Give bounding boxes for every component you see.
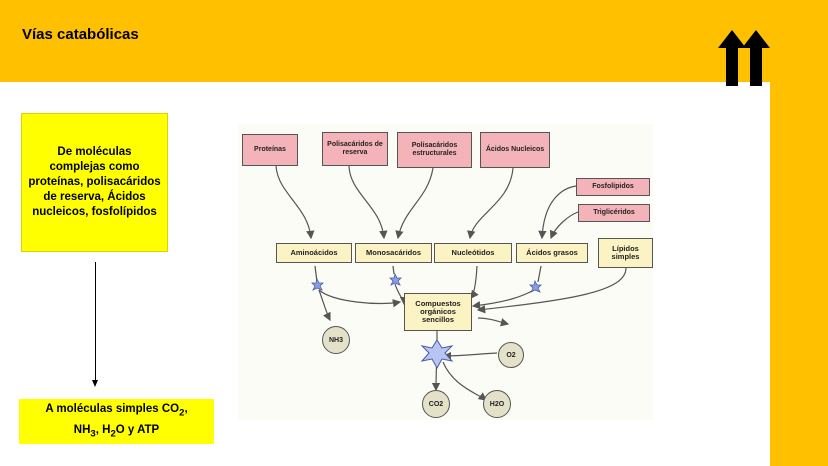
source-molecules-text: De moléculas complejas como proteínas, p… (28, 146, 161, 218)
diagram-arrows (275, 165, 627, 401)
node-acidos-grasos: Ácidos grasos (516, 243, 588, 263)
node-nh3: NH3 (322, 326, 350, 354)
product-sub-3: 3 (90, 427, 96, 439)
source-molecules-box: De moléculas complejas como proteínas, p… (21, 113, 168, 252)
right-accent-bar (770, 82, 828, 466)
node-h2o: H2O (483, 390, 511, 418)
product-text-nh: NH (73, 423, 91, 436)
node-polisacaridos-reserva: Polisacáridos de reserva (322, 132, 388, 166)
logo-icon (718, 30, 770, 86)
product-line-2: NH3, H2O y ATP (74, 422, 159, 442)
node-polisacaridos-estructurales: Polisacáridos estructurales (397, 132, 472, 168)
product-text-h: , H (95, 423, 111, 436)
node-acidos-nucleicos: Ácidos Nucleicos (480, 132, 550, 168)
product-comma: , (184, 403, 188, 416)
node-aminoacidos: Aminoácidos (276, 243, 352, 263)
node-trigliceridos: Triglicéridos (578, 204, 650, 222)
slide-title: Vías catabólicas (22, 26, 139, 43)
product-molecules-box: A moléculas simples CO2, NH3, H2O y ATP (19, 399, 214, 444)
header-bar: Vías catabólicas (0, 0, 828, 86)
flow-arrowhead (92, 380, 98, 387)
node-fosfolipidos: Fosfolípidos (576, 178, 650, 196)
node-compuestos-organicos: Compuestos orgánicos sencillos (404, 293, 472, 331)
node-lipidos-simples: Lípidos simples (598, 238, 653, 268)
node-proteinas: Proteínas (242, 134, 298, 166)
node-nucleotidos: Nucleótidos (434, 243, 512, 263)
product-text-o-atp: O y ATP (115, 423, 160, 436)
product-sub-2: 2 (179, 407, 185, 419)
node-co2: CO2 (422, 390, 450, 418)
node-monosacaridos: Monosacáridos (355, 243, 432, 263)
node-o2: O2 (498, 342, 524, 368)
product-text-co: A moléculas simples CO (45, 403, 180, 416)
energy-burst-icon (420, 339, 454, 370)
flow-line (95, 262, 96, 382)
product-sub-2b: 2 (110, 427, 116, 439)
product-line-1: A moléculas simples CO2, (45, 401, 187, 421)
catabolic-pathways-diagram: Proteínas Polisacáridos de reserva Polis… (238, 124, 653, 420)
